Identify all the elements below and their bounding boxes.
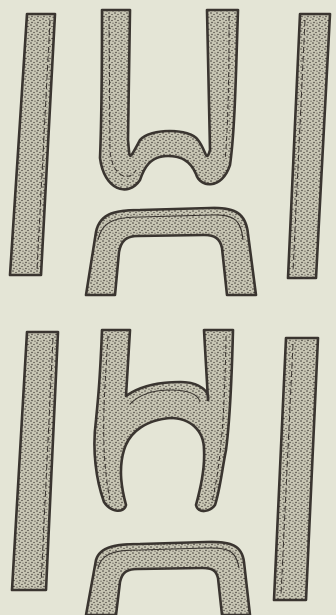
bottom-arch (86, 542, 250, 615)
bottom-panel (12, 330, 318, 615)
top-arch (86, 208, 256, 295)
top-left-tube (10, 14, 55, 275)
bottom-left-tube (12, 332, 58, 590)
top-u-invagination (100, 10, 238, 189)
top-panel (10, 10, 330, 295)
top-right-tube (288, 14, 330, 278)
bottom-right-tube (274, 338, 318, 600)
bottom-horseshoe-invagination (94, 330, 233, 511)
